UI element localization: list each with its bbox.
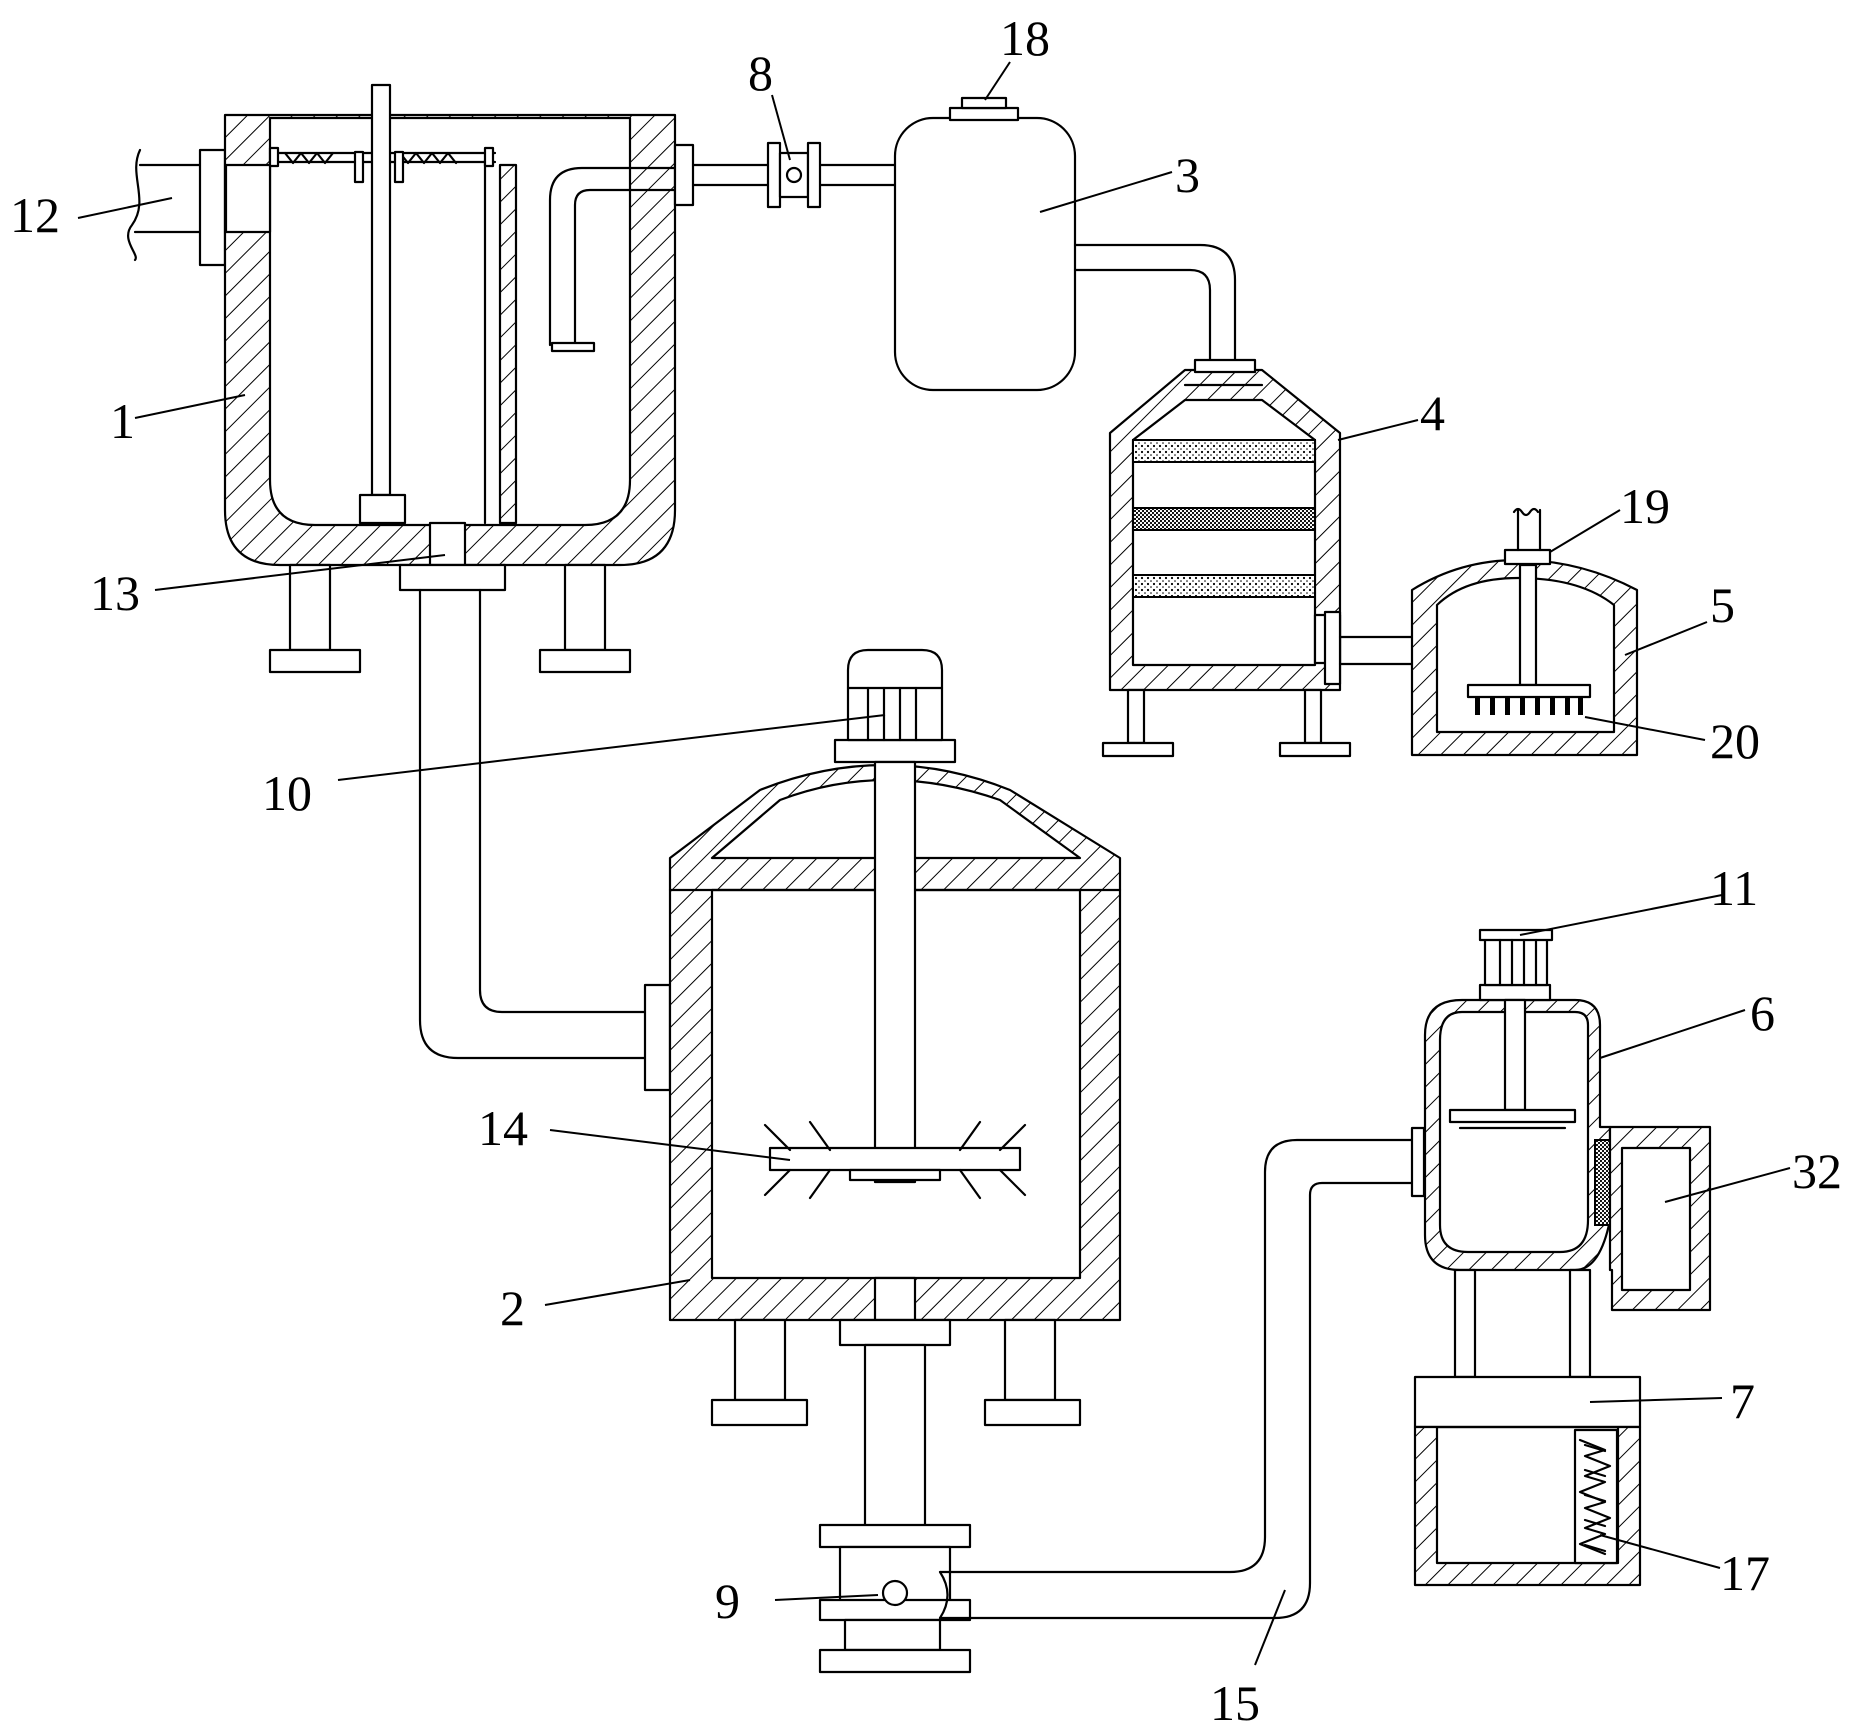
agitator-14: [763, 1120, 1027, 1200]
pipe-tank1-to-vessel3: [673, 141, 897, 209]
labels: 12 1 13 8 18 3 4 19 5 20 10 14 2 11 6 32: [10, 10, 1842, 1731]
label-32: 32: [1792, 1143, 1842, 1199]
box-32: [1608, 1125, 1712, 1312]
unit-5: [1410, 507, 1639, 757]
label-10: 10: [262, 765, 312, 821]
label-12: 12: [10, 187, 60, 243]
label-18: 18: [1000, 10, 1050, 66]
label-11: 11: [1710, 860, 1758, 916]
filter-tower-4: [1101, 358, 1414, 758]
heating-element-17: [1578, 1438, 1612, 1556]
label-7: 7: [1730, 1373, 1755, 1429]
label-6: 6: [1750, 985, 1775, 1041]
motor-10: [833, 648, 957, 764]
vessel-3: [893, 96, 1237, 392]
label-17: 17: [1720, 1545, 1770, 1601]
motor-11: [1478, 928, 1554, 1002]
unit-7: [1413, 1375, 1642, 1587]
valve-8: [766, 141, 822, 209]
tank-1-wall: [223, 113, 677, 567]
pipe-tank1-to-tank2: [418, 588, 672, 1092]
spray-nozzles-20: [1475, 697, 1583, 715]
label-8: 8: [748, 45, 773, 101]
label-15: 15: [1210, 1675, 1260, 1731]
tank-1: [127, 83, 677, 674]
label-13: 13: [90, 565, 140, 621]
tank-2: [668, 648, 1122, 1427]
label-14: 14: [478, 1100, 528, 1156]
label-20: 20: [1710, 713, 1760, 769]
label-2: 2: [500, 1280, 525, 1336]
valve-9: [818, 1343, 972, 1674]
label-19: 19: [1620, 478, 1670, 534]
label-5: 5: [1710, 577, 1735, 633]
label-1: 1: [110, 393, 135, 449]
unit-6: [1423, 928, 1712, 1379]
label-9: 9: [715, 1573, 740, 1629]
scraper: [283, 150, 458, 184]
label-4: 4: [1420, 385, 1445, 441]
inlet-pipe-12: [127, 148, 227, 267]
label-3: 3: [1175, 147, 1200, 203]
